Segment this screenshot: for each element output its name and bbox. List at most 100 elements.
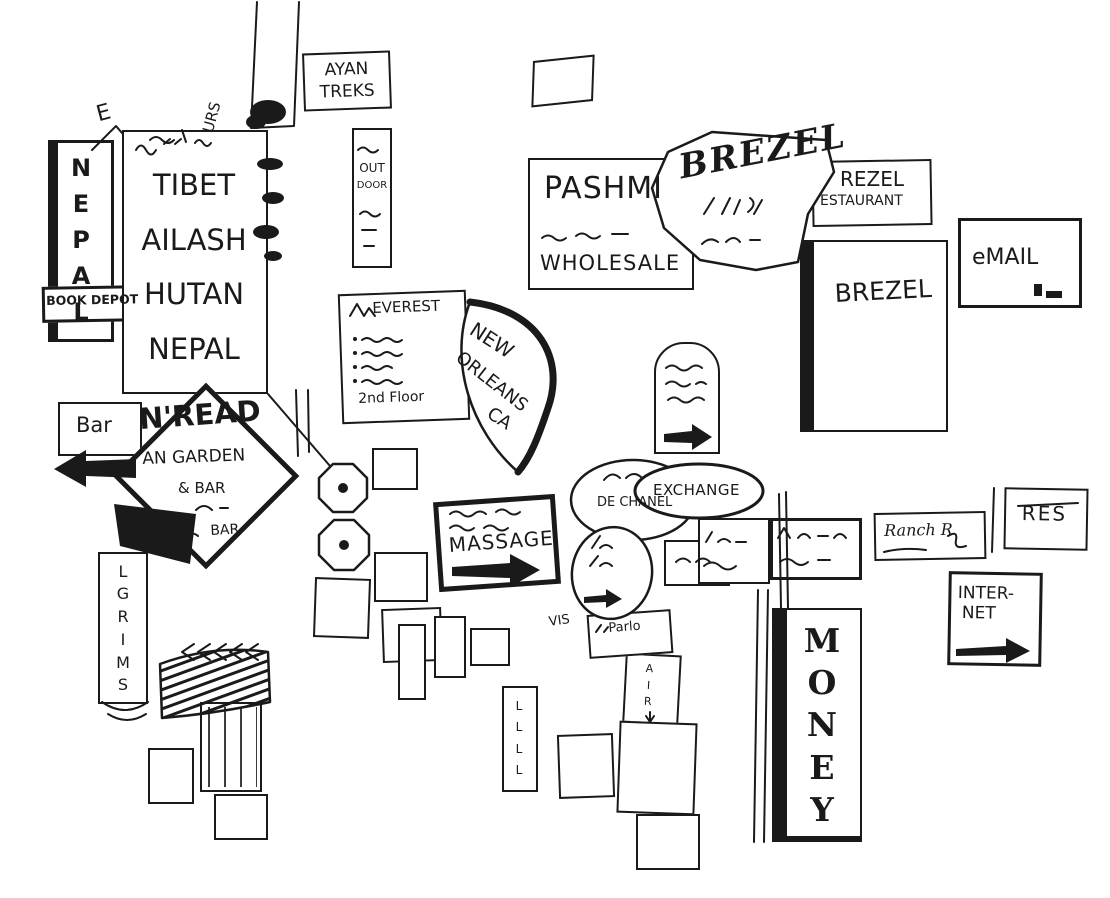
octagon-sign — [317, 518, 371, 572]
door-label: DOOR — [356, 180, 388, 191]
tibet-text: TIBET AILASH HUTAN NEPAL — [128, 148, 260, 386]
email-label: eMAIL — [972, 245, 1039, 270]
octagon-sign — [317, 462, 369, 514]
out-label: OUT — [359, 161, 385, 175]
building-box — [636, 814, 700, 870]
letter: L — [515, 741, 523, 756]
ink-blob — [250, 100, 286, 124]
tibet-signboard — [122, 130, 268, 394]
letter: R — [117, 607, 129, 627]
sign-line: AILASH — [141, 222, 247, 257]
building-box — [398, 624, 426, 700]
read-sign-line: AN GARDEN — [141, 445, 246, 469]
everest-title: EVEREST — [371, 296, 441, 317]
letter: L — [73, 298, 89, 326]
letter: N — [70, 154, 92, 182]
building-box — [434, 616, 466, 678]
read-sign-line: BAR — [209, 521, 240, 539]
sign-line: TREKS — [319, 80, 375, 103]
letter: E — [809, 747, 835, 787]
building-box — [214, 794, 268, 840]
letter: Y — [810, 789, 834, 829]
ink-blob — [246, 115, 266, 129]
pashmina-title: PASHMI — [544, 171, 664, 206]
narrow-strip-line — [991, 487, 995, 553]
building-box — [374, 552, 428, 602]
l-column-text: L L L L — [506, 692, 532, 784]
street-edge-lines — [753, 589, 769, 843]
l-column-signboard — [502, 686, 538, 792]
exchange-label: EXCHANGE — [653, 481, 740, 499]
scribble-sign-c — [770, 518, 862, 580]
letter: R — [643, 694, 652, 708]
blob-sign — [570, 525, 654, 621]
letter: O — [807, 663, 837, 703]
signpost-bar — [774, 610, 787, 836]
corner-e-letter: E — [93, 99, 114, 128]
blob-scribble — [589, 535, 613, 567]
sign-line: HUTAN — [143, 277, 245, 312]
scribble-sign-b — [698, 518, 770, 584]
rezel-label: REZEL — [840, 167, 905, 191]
building-box — [616, 720, 698, 816]
octagon-dot — [339, 540, 349, 550]
building-box — [470, 628, 510, 666]
dechanel-label: DE CHANEL — [597, 495, 673, 510]
ayan-treks-text: AYAN TREKS — [306, 55, 388, 106]
chevrons-left — [181, 643, 259, 661]
building-box — [556, 733, 616, 799]
pilgrims-bottom-curve — [101, 701, 149, 721]
letter: N — [806, 705, 838, 745]
letter: M — [116, 652, 130, 672]
tombstone-sign — [654, 342, 720, 454]
internet-line: NET — [961, 603, 996, 624]
pole-lines — [295, 389, 310, 457]
air-vertical-text: A I R — [627, 658, 670, 712]
sign-line: AYAN — [324, 58, 369, 81]
out-door-signboard — [352, 128, 392, 268]
signpost-bar — [802, 242, 814, 430]
letter: E — [72, 190, 90, 218]
brezel-shop-signboard — [800, 240, 948, 432]
parlo-label: Parlo — [607, 618, 642, 636]
brezel-scribble — [701, 197, 763, 245]
money-signboard — [772, 608, 862, 842]
book-depot-label: BOOK DEPOT — [45, 291, 139, 308]
letter: L — [515, 699, 523, 714]
letter: M — [803, 621, 841, 661]
letter: A — [71, 262, 91, 290]
bar-label: Bar — [76, 413, 112, 437]
money-vertical-text: M O N E Y — [792, 618, 852, 832]
letter: G — [116, 584, 130, 604]
signpost-strip — [250, 1, 300, 129]
letter: P — [72, 226, 90, 254]
curtain-panel — [200, 702, 262, 792]
res-label: RES — [1021, 501, 1068, 526]
letter: I — [646, 678, 651, 692]
letter: A — [645, 662, 654, 676]
ranch-label: Ranch R — [883, 519, 953, 540]
vis-label: VIS — [547, 612, 571, 630]
building-box — [312, 577, 372, 639]
letter: L — [515, 762, 523, 777]
letter: L — [515, 720, 523, 735]
pilgrims-vertical-text: L G R I M S — [102, 558, 144, 698]
read-sign-line: & BAR — [178, 479, 226, 497]
tilted-empty-sign — [531, 54, 595, 108]
internet-line: INTER- — [957, 583, 1015, 604]
nepal-vertical-text: N E P A L — [52, 146, 110, 334]
letter: S — [117, 675, 129, 695]
everest-floor: 2nd Floor — [357, 388, 425, 407]
estaurant-label: ESTAURANT — [820, 193, 903, 209]
building-box — [372, 448, 418, 490]
letter: I — [120, 629, 126, 649]
sign-line: NEPAL — [148, 331, 240, 366]
dechanel-scribble — [603, 473, 643, 481]
octagon-dot — [338, 483, 348, 493]
wholesale-label: WHOLESALE — [540, 251, 681, 275]
arrow-right-icon — [584, 589, 622, 608]
letter: L — [118, 561, 128, 581]
building-box — [148, 748, 194, 804]
sign-line: TIBET — [152, 168, 236, 203]
brezel-shop-label: BREZEL — [833, 273, 933, 308]
